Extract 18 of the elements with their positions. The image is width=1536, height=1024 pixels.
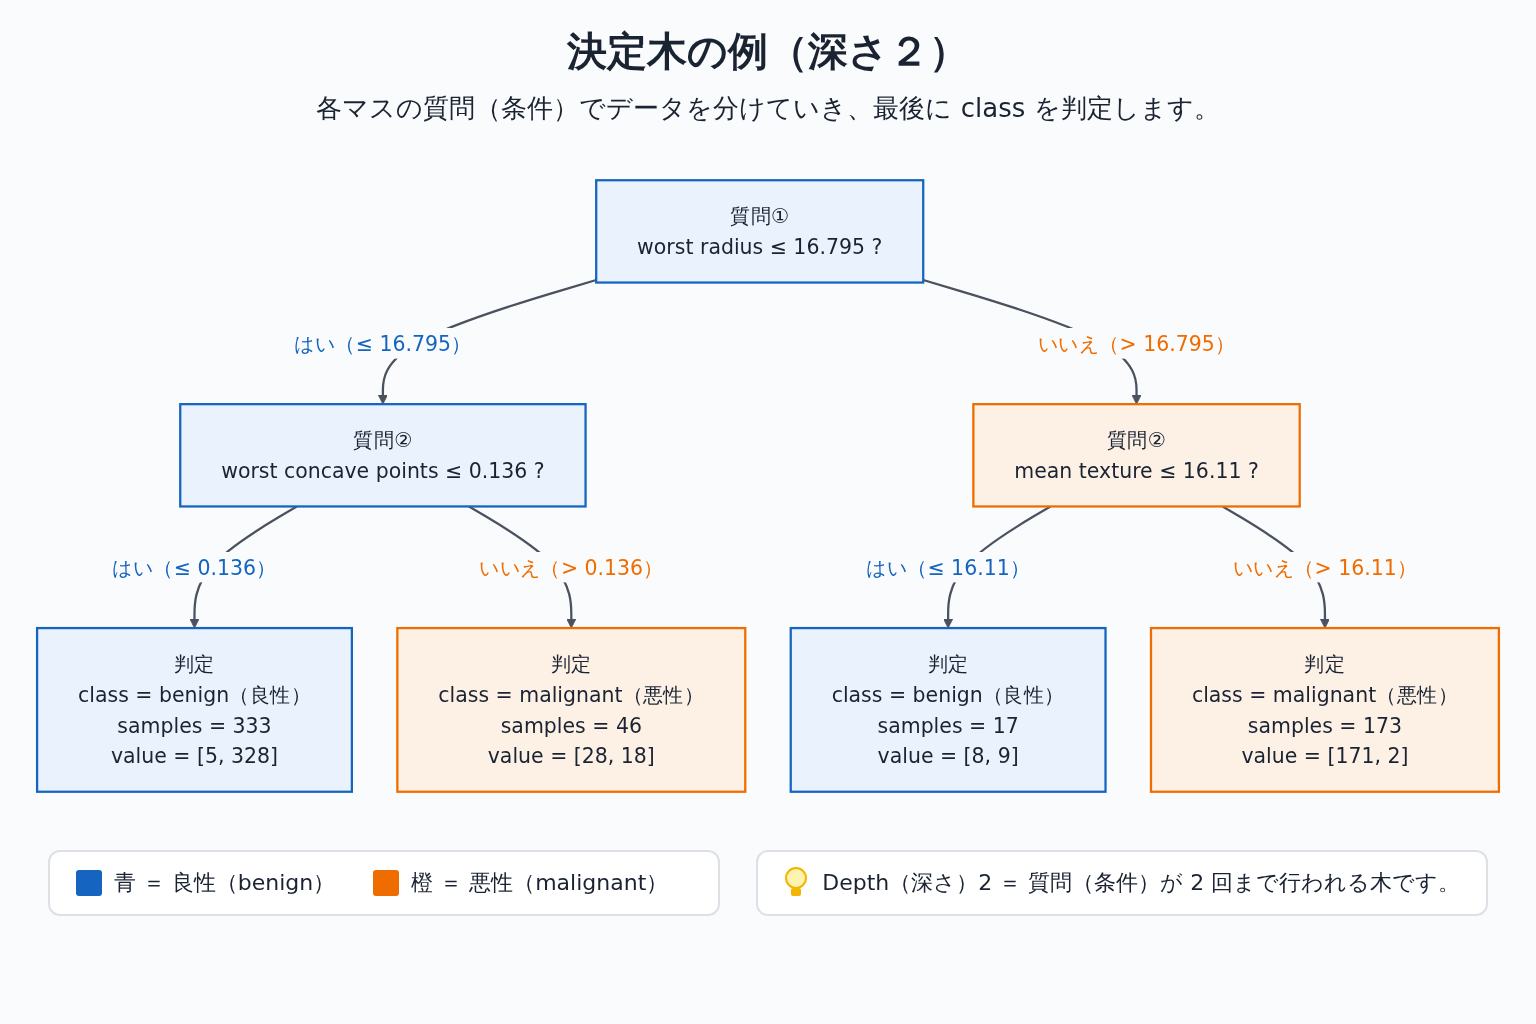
node-box: 判定 class = malignant（悪性） samples = 173 value = [171, 2] bbox=[1149, 626, 1501, 793]
legend-label: 青 ＝ 良性（benign） bbox=[113, 869, 336, 897]
node-box: 判定 class = benign（良性） samples = 333 value = [5, 328] bbox=[35, 626, 353, 793]
note-text: Depth（深さ）2 ＝ 質問（条件）が 2 回まで行われる木です。 bbox=[822, 869, 1461, 897]
edge-label: いいえ（> 16.11） bbox=[1232, 555, 1418, 580]
edge-label: いいえ（> 16.795） bbox=[1037, 331, 1236, 356]
title: 決定木の例（深さ２） bbox=[567, 27, 969, 76]
node-box: 質問② mean texture ≤ 16.11 ? bbox=[972, 403, 1301, 508]
node-box: 質問② worst concave points ≤ 0.136 ? bbox=[179, 403, 587, 508]
subtitle: 各マスの質問（条件）でデータを分けていき、最後に class を判定します。 bbox=[316, 92, 1220, 125]
edge-label: いいえ（> 0.136） bbox=[479, 555, 664, 580]
node-box: 判定 class = malignant（悪性） samples = 46 value = [28, 18] bbox=[396, 626, 747, 793]
node-box: 判定 class = benign（良性） samples = 17 value = [8, 9] bbox=[789, 626, 1107, 793]
edge-label: はい（≤ 16.11） bbox=[866, 555, 1031, 580]
edge-label: はい（≤ 16.795） bbox=[294, 331, 472, 356]
legend-label: 橙 ＝ 悪性（malignant） bbox=[411, 869, 669, 897]
edge-label: はい（≤ 0.136） bbox=[112, 555, 277, 580]
node-box: 質問① worst radius ≤ 16.795 ? bbox=[595, 179, 925, 284]
